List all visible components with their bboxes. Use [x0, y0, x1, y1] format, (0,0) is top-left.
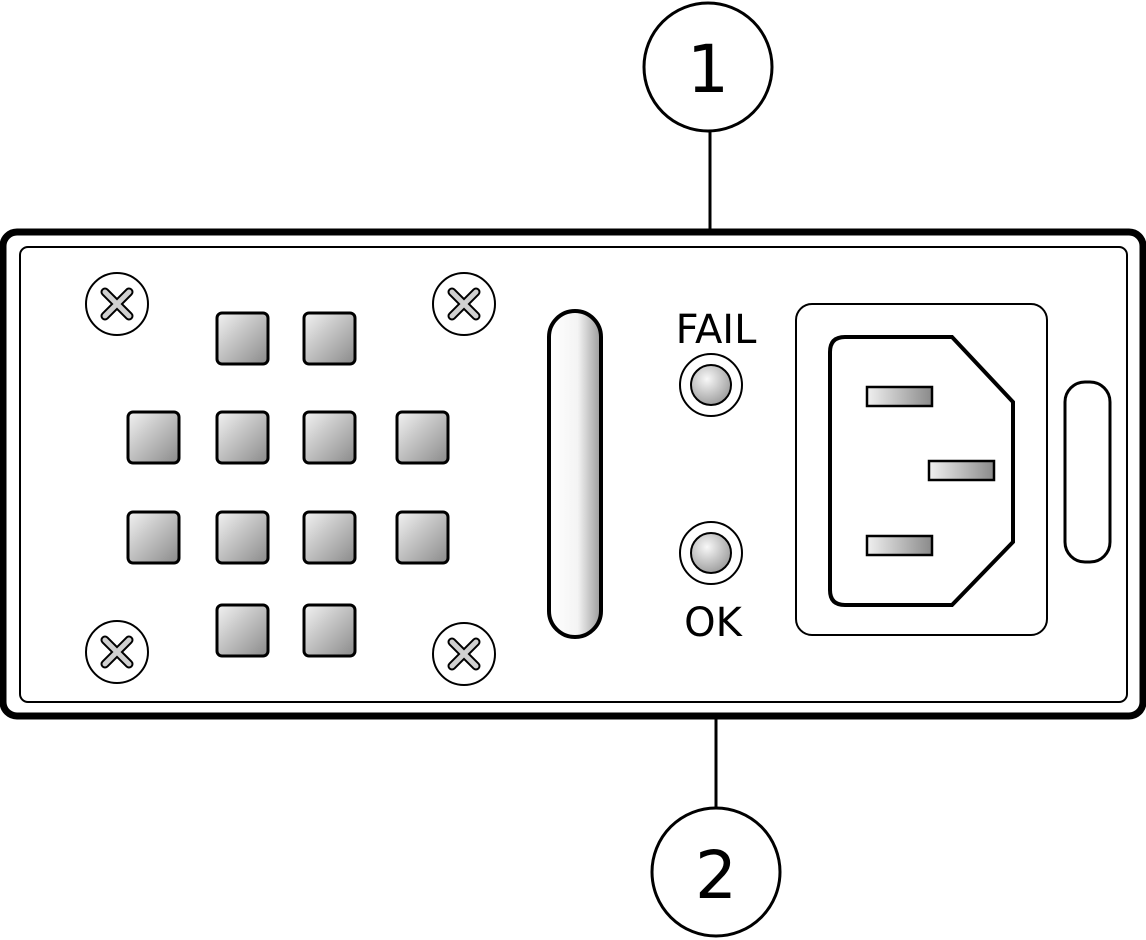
power-inlet-icon[interactable] [795, 303, 1048, 636]
vent-icon [215, 603, 270, 658]
callout-number-1: 1 [687, 31, 729, 108]
vent-icon [126, 410, 181, 465]
callout-number-2: 2 [695, 837, 737, 914]
chassis-inner [19, 246, 1128, 703]
ok-label: OK [684, 600, 743, 646]
screw-icon [432, 272, 496, 336]
latch-icon[interactable] [1063, 380, 1112, 564]
screw-icon [432, 622, 496, 686]
vent-icon [302, 311, 357, 366]
handle-icon[interactable] [547, 309, 603, 639]
vent-icon [302, 603, 357, 658]
inlet-pin-icon [927, 459, 996, 482]
vent-icon [215, 510, 270, 565]
inlet-pin-icon [865, 385, 934, 408]
led-icon [690, 532, 732, 574]
vent-icon [302, 410, 357, 465]
fail-label: FAIL [676, 307, 757, 353]
vent-icon [215, 410, 270, 465]
ok-led [679, 521, 743, 585]
vent-icon [215, 311, 270, 366]
vent-icon [395, 410, 450, 465]
screw-icon [85, 272, 149, 336]
inlet-pin-icon [865, 534, 934, 557]
vent-icon [302, 510, 357, 565]
vent-icon [126, 510, 181, 565]
callout-2: 2 [650, 650, 782, 938]
callout-circle [642, 1, 774, 133]
fail-led [679, 353, 743, 417]
led-icon [690, 364, 732, 406]
vent-icon [395, 510, 450, 565]
screw-icon [85, 620, 149, 684]
callout-1: 1 [642, 1, 774, 290]
vent-grid [126, 311, 450, 658]
